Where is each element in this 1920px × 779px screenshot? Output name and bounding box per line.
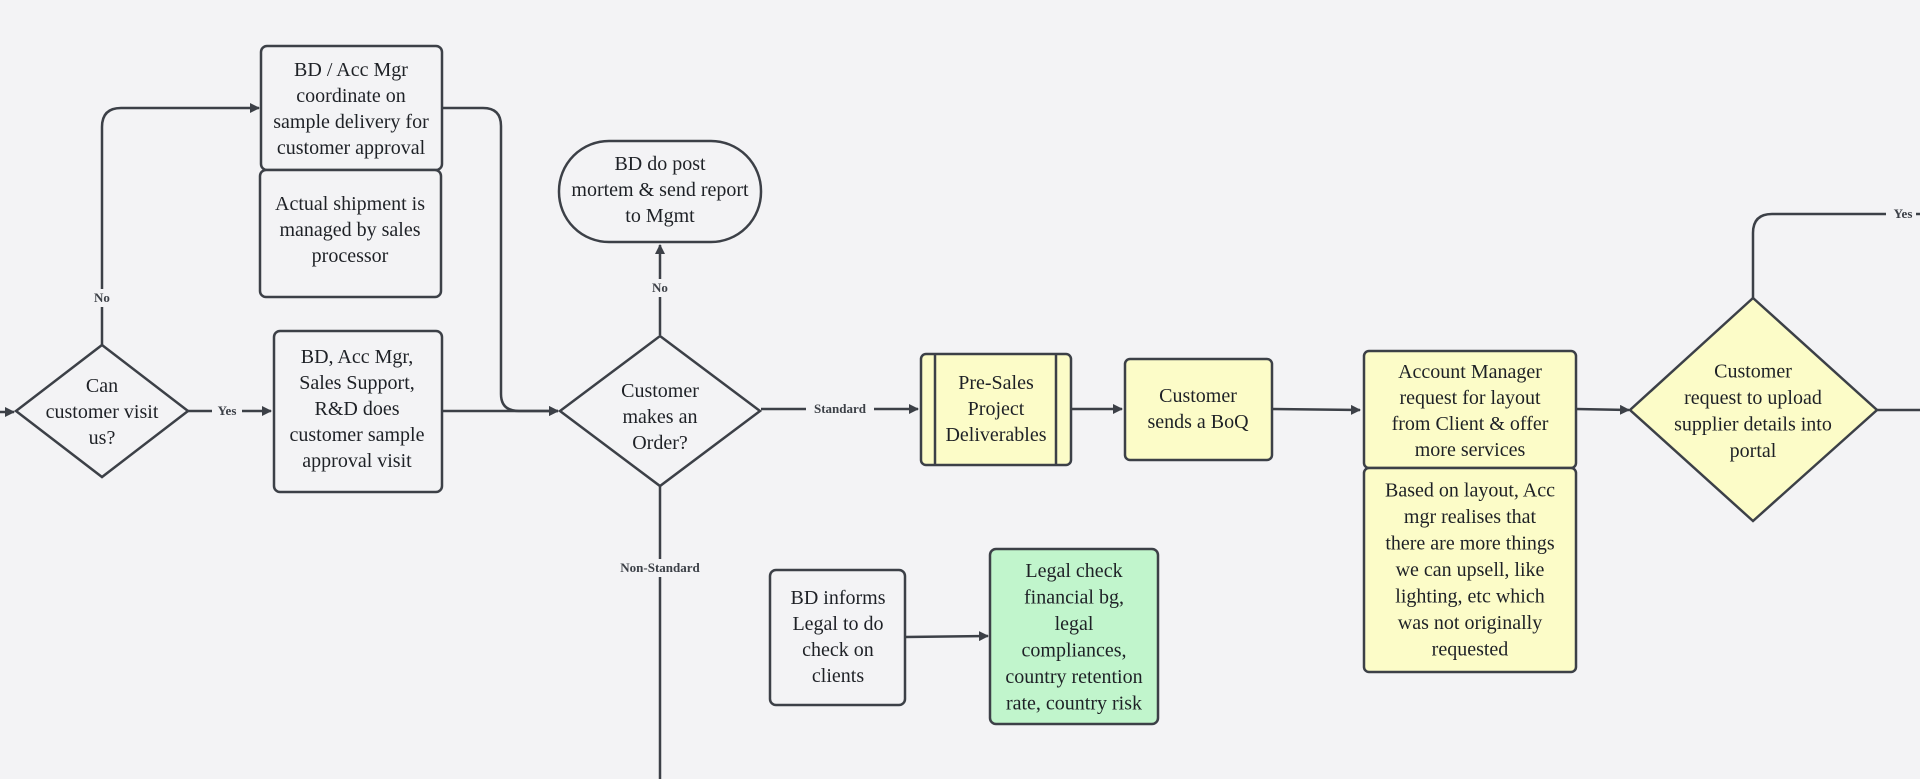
node-label-line: lighting, etc which xyxy=(1395,586,1544,608)
nodes: Can customer visit us? BD / Acc Mgr coordin… xyxy=(13,44,1879,726)
node-label-line: compliances, xyxy=(1022,639,1127,661)
node-label-line: processor xyxy=(312,245,389,267)
process-legal-check[interactable]: Legal check financial bg, legal compliances… xyxy=(988,547,1160,726)
node-label-line: Order? xyxy=(632,432,688,454)
node-label: Customer sends a BoQ xyxy=(1147,385,1249,433)
node-label-line: Legal check xyxy=(1025,560,1122,582)
node-label-line: requested xyxy=(1432,639,1509,661)
node-label-line: managed by sales xyxy=(279,219,420,241)
node-label-line: Account Manager xyxy=(1398,361,1542,383)
edge-labels: No Yes No Standard Non-Standard Yes xyxy=(88,205,1916,577)
decision-upload-supplier-details[interactable]: Customer request to upload supplier detail… xyxy=(1628,296,1879,523)
node-label-line: rate, country risk xyxy=(1006,692,1142,714)
node-label: BD do post mortem & send report to Mgmt xyxy=(571,153,749,227)
node-label: Customer makes an Order? xyxy=(621,380,699,454)
edge-label-yes-upload: Yes xyxy=(1894,206,1913,221)
node-label-line: customer sample xyxy=(290,424,425,446)
node-label-line: supplier details into xyxy=(1674,413,1832,435)
node-label-line: customer visit xyxy=(46,401,159,423)
process-coordinate-sample-delivery[interactable]: BD / Acc Mgr coordinate on sample delivery… xyxy=(259,44,444,172)
node-label-line: financial bg, xyxy=(1024,586,1124,608)
node-label-line: Based on layout, Acc xyxy=(1385,480,1555,502)
node-label-line: mortem & send report xyxy=(571,179,749,201)
node-label-line: mgr realises that xyxy=(1404,506,1537,528)
decision-can-customer-visit[interactable]: Can customer visit us? xyxy=(13,343,191,479)
node-label-line: Deliverables xyxy=(945,424,1046,446)
edge-boq-to-account-manager xyxy=(1271,404,1361,415)
node-label: Can customer visit us? xyxy=(46,375,159,449)
edge-coordinate-to-order xyxy=(442,106,559,416)
edge-label-no-order: No xyxy=(652,280,668,295)
node-label-line: BD informs xyxy=(791,587,886,609)
node-label: Legal check financial bg, legal compliances… xyxy=(1005,560,1142,715)
node-label-line: portal xyxy=(1730,440,1777,462)
node-label-line: more services xyxy=(1415,439,1526,461)
node-label-line: request for layout xyxy=(1399,387,1541,409)
process-actual-shipment[interactable]: Actual shipment is managed by sales proces… xyxy=(258,168,443,299)
node-label-line: us? xyxy=(89,427,116,449)
node-label-line: was not originally xyxy=(1398,612,1542,634)
node-label-line: sends a BoQ xyxy=(1147,411,1249,433)
node-label-line: Project xyxy=(968,398,1025,420)
node-label-line: Customer xyxy=(621,380,699,402)
node-label-line: customer approval xyxy=(277,137,426,159)
edges xyxy=(0,103,1920,779)
node-label: BD / Acc Mgr coordinate on sample delivery… xyxy=(273,59,429,159)
node-label: Based on layout, Acc mgr realises that the… xyxy=(1385,480,1555,661)
node-label-line: check on xyxy=(802,639,874,661)
node-label: BD, Acc Mgr, Sales Support, R&D does custom… xyxy=(290,346,425,472)
node-label-line: Can xyxy=(86,375,118,397)
node-label-line: Legal to do xyxy=(792,613,883,635)
node-label-line: Customer xyxy=(1159,385,1237,407)
node-label-line: clients xyxy=(812,665,864,687)
node-label: Customer request to upload supplier detail… xyxy=(1674,360,1832,462)
process-customer-sends-boq[interactable]: Customer sends a BoQ xyxy=(1123,357,1274,462)
node-label-line: approval visit xyxy=(302,450,412,472)
edge-label-yes-visit: Yes xyxy=(218,403,237,418)
node-label-line: Sales Support, xyxy=(299,372,415,394)
decision-customer-makes-order[interactable]: Customer makes an Order? xyxy=(557,334,763,488)
note-upsell[interactable]: Based on layout, Acc mgr realises that the… xyxy=(1362,466,1578,674)
node-label-line: from Client & offer xyxy=(1392,413,1549,435)
node-label-line: BD / Acc Mgr xyxy=(294,59,408,81)
node-label-line: to Mgmt xyxy=(625,205,695,227)
node-label-line: we can upsell, like xyxy=(1396,559,1545,581)
node-label-line: Actual shipment is xyxy=(275,193,425,215)
node-label-line: legal xyxy=(1055,613,1094,635)
node-label-line: coordinate on xyxy=(296,85,405,107)
node-label-line: Pre-Sales xyxy=(958,372,1034,394)
edge-label-no-visit: No xyxy=(94,290,110,305)
edge-yes-upload xyxy=(1751,212,1920,298)
node-label-line: sample delivery for xyxy=(273,111,429,133)
node-label-line: Customer xyxy=(1714,360,1792,382)
process-account-manager-layout[interactable]: Account Manager request for layout from Cl… xyxy=(1362,349,1578,470)
edge-legal-to-check xyxy=(904,631,989,642)
node-label: Account Manager request for layout from Cl… xyxy=(1392,361,1549,461)
edge-account-manager-to-upload xyxy=(1575,404,1630,415)
node-label-line: R&D does xyxy=(315,398,400,420)
node-label-line: request to upload xyxy=(1684,387,1822,409)
edge-no-visit xyxy=(100,103,260,345)
node-label-line: country retention xyxy=(1005,666,1142,688)
node-label-line: BD do post xyxy=(614,153,706,175)
terminator-post-mortem[interactable]: BD do post mortem & send report to Mgmt xyxy=(557,139,763,244)
process-sample-approval-visit[interactable]: BD, Acc Mgr, Sales Support, R&D does custom… xyxy=(272,329,444,494)
edge-label-standard: Standard xyxy=(814,401,867,416)
node-label: Actual shipment is managed by sales proces… xyxy=(275,193,425,267)
node-label-line: BD, Acc Mgr, xyxy=(301,346,414,368)
edge-label-non-standard: Non-Standard xyxy=(620,560,700,575)
node-label-line: makes an xyxy=(623,406,698,428)
node-label-line: there are more things xyxy=(1385,533,1555,555)
